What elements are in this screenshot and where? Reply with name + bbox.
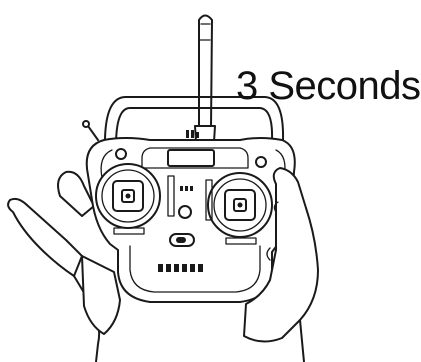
antenna-icon — [194, 14, 216, 143]
left-gimbal-icon — [95, 163, 161, 229]
left-vertical-trim — [167, 175, 175, 217]
left-horizontal-trim — [113, 227, 145, 235]
left-palm — [81, 255, 121, 335]
carry-handle-inner — [115, 107, 274, 147]
lcd-screen — [167, 149, 215, 167]
center-knob — [178, 205, 192, 219]
right-horizontal-trim — [225, 237, 257, 245]
duration-label: 3 Seconds — [236, 64, 421, 108]
left-top-knob — [115, 148, 127, 160]
right-top-knob — [255, 156, 267, 168]
right-vertical-trim — [205, 179, 213, 221]
bottom-button-row — [158, 264, 203, 272]
left-hand-icon — [7, 170, 101, 362]
right-gimbal-icon — [207, 172, 273, 238]
carry-handle — [103, 96, 285, 149]
right-hand-icon — [243, 167, 319, 362]
transmitter-icon — [82, 120, 296, 303]
